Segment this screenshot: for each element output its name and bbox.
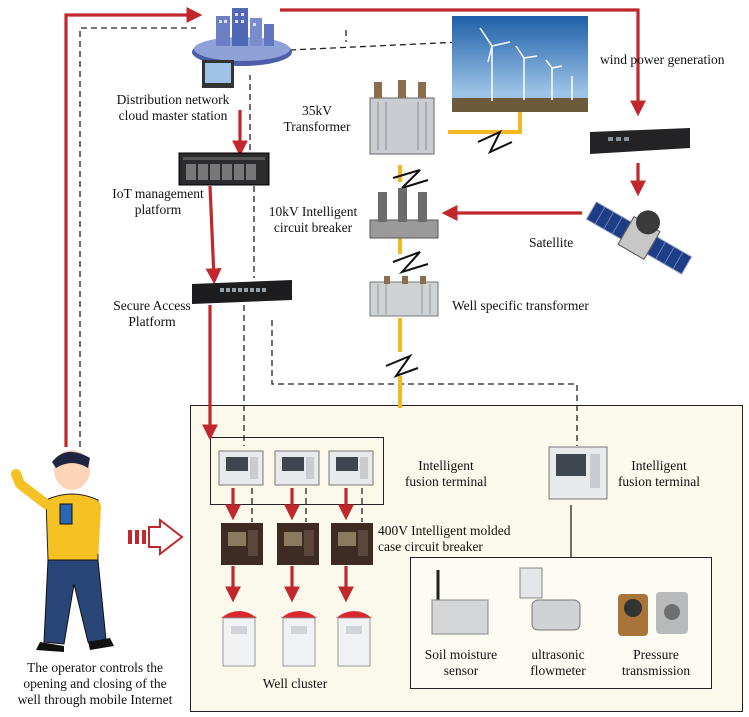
operator-person-icon: [11, 450, 114, 652]
molded-breaker-3-icon: [331, 523, 373, 565]
label-well-cluster: Well cluster: [262, 676, 328, 691]
fusion-terminal-3-icon: [328, 450, 374, 486]
ultrasonic-flowmeter-icon: [519, 567, 581, 631]
molded-breaker-1-icon: [221, 523, 263, 565]
label-satellite: Satellite: [529, 235, 574, 250]
label-soil-sensor: Soil moisture sensor: [424, 647, 498, 678]
label-well-transformer: Well specific transformer: [452, 298, 589, 313]
transformer-35kv-icon: [369, 80, 435, 155]
molded-breaker-2-icon: [277, 523, 319, 565]
label-breaker-10kv: 10kV Intelligent circuit breaker: [268, 204, 358, 235]
iot-server-icon: [178, 152, 270, 186]
satellite-icon: [585, 201, 693, 275]
soil-moisture-sensor-icon: [431, 570, 489, 635]
label-molded-breaker: 400V Intelligent molded case circuit bre…: [378, 523, 511, 554]
wind-farm-image: [452, 16, 588, 112]
well-box-1-icon: [221, 611, 257, 667]
fusion-terminal-1-icon: [218, 450, 264, 486]
iot-to-secure-arrow: [205, 185, 222, 285]
well-box-2-icon: [281, 611, 317, 667]
pressure-transmitter-icon: [618, 592, 688, 636]
label-iot-platform: IoT management platform: [112, 186, 204, 217]
operator-to-master-arrow: [64, 7, 203, 447]
operator-panel-arrow: [128, 517, 184, 557]
fusion-terminal-right-icon: [548, 446, 608, 500]
lightning-marks: [385, 129, 513, 379]
secure-access-switch-icon: [192, 280, 292, 304]
label-pressure: Pressure transmission: [621, 647, 691, 678]
label-flowmeter: ultrasonic flowmeter: [530, 647, 586, 678]
well-box-3-icon: [336, 611, 372, 667]
fusion-terminal-2-icon: [274, 450, 320, 486]
well-transformer-icon: [369, 276, 439, 317]
label-master-station: Distribution network cloud master statio…: [116, 92, 230, 123]
label-fusion-terminal-left: Intelligent fusion terminal: [404, 458, 488, 489]
label-wind-power: wind power generation: [600, 52, 725, 67]
circuit-breaker-10kv-icon: [369, 188, 439, 239]
power-lines: [398, 110, 522, 408]
cloud-master-station-icon: [192, 8, 292, 88]
label-secure-access: Secure Access Platform: [113, 298, 191, 329]
label-transformer-35kv: 35kV Transformer: [283, 103, 351, 134]
satellite-modem-icon: [590, 128, 690, 154]
label-operator: The operator controls the opening and cl…: [17, 660, 173, 707]
master-to-satcom-arrow: [280, 8, 646, 117]
label-fusion-terminal-right: Intelligent fusion terminal: [617, 458, 701, 489]
